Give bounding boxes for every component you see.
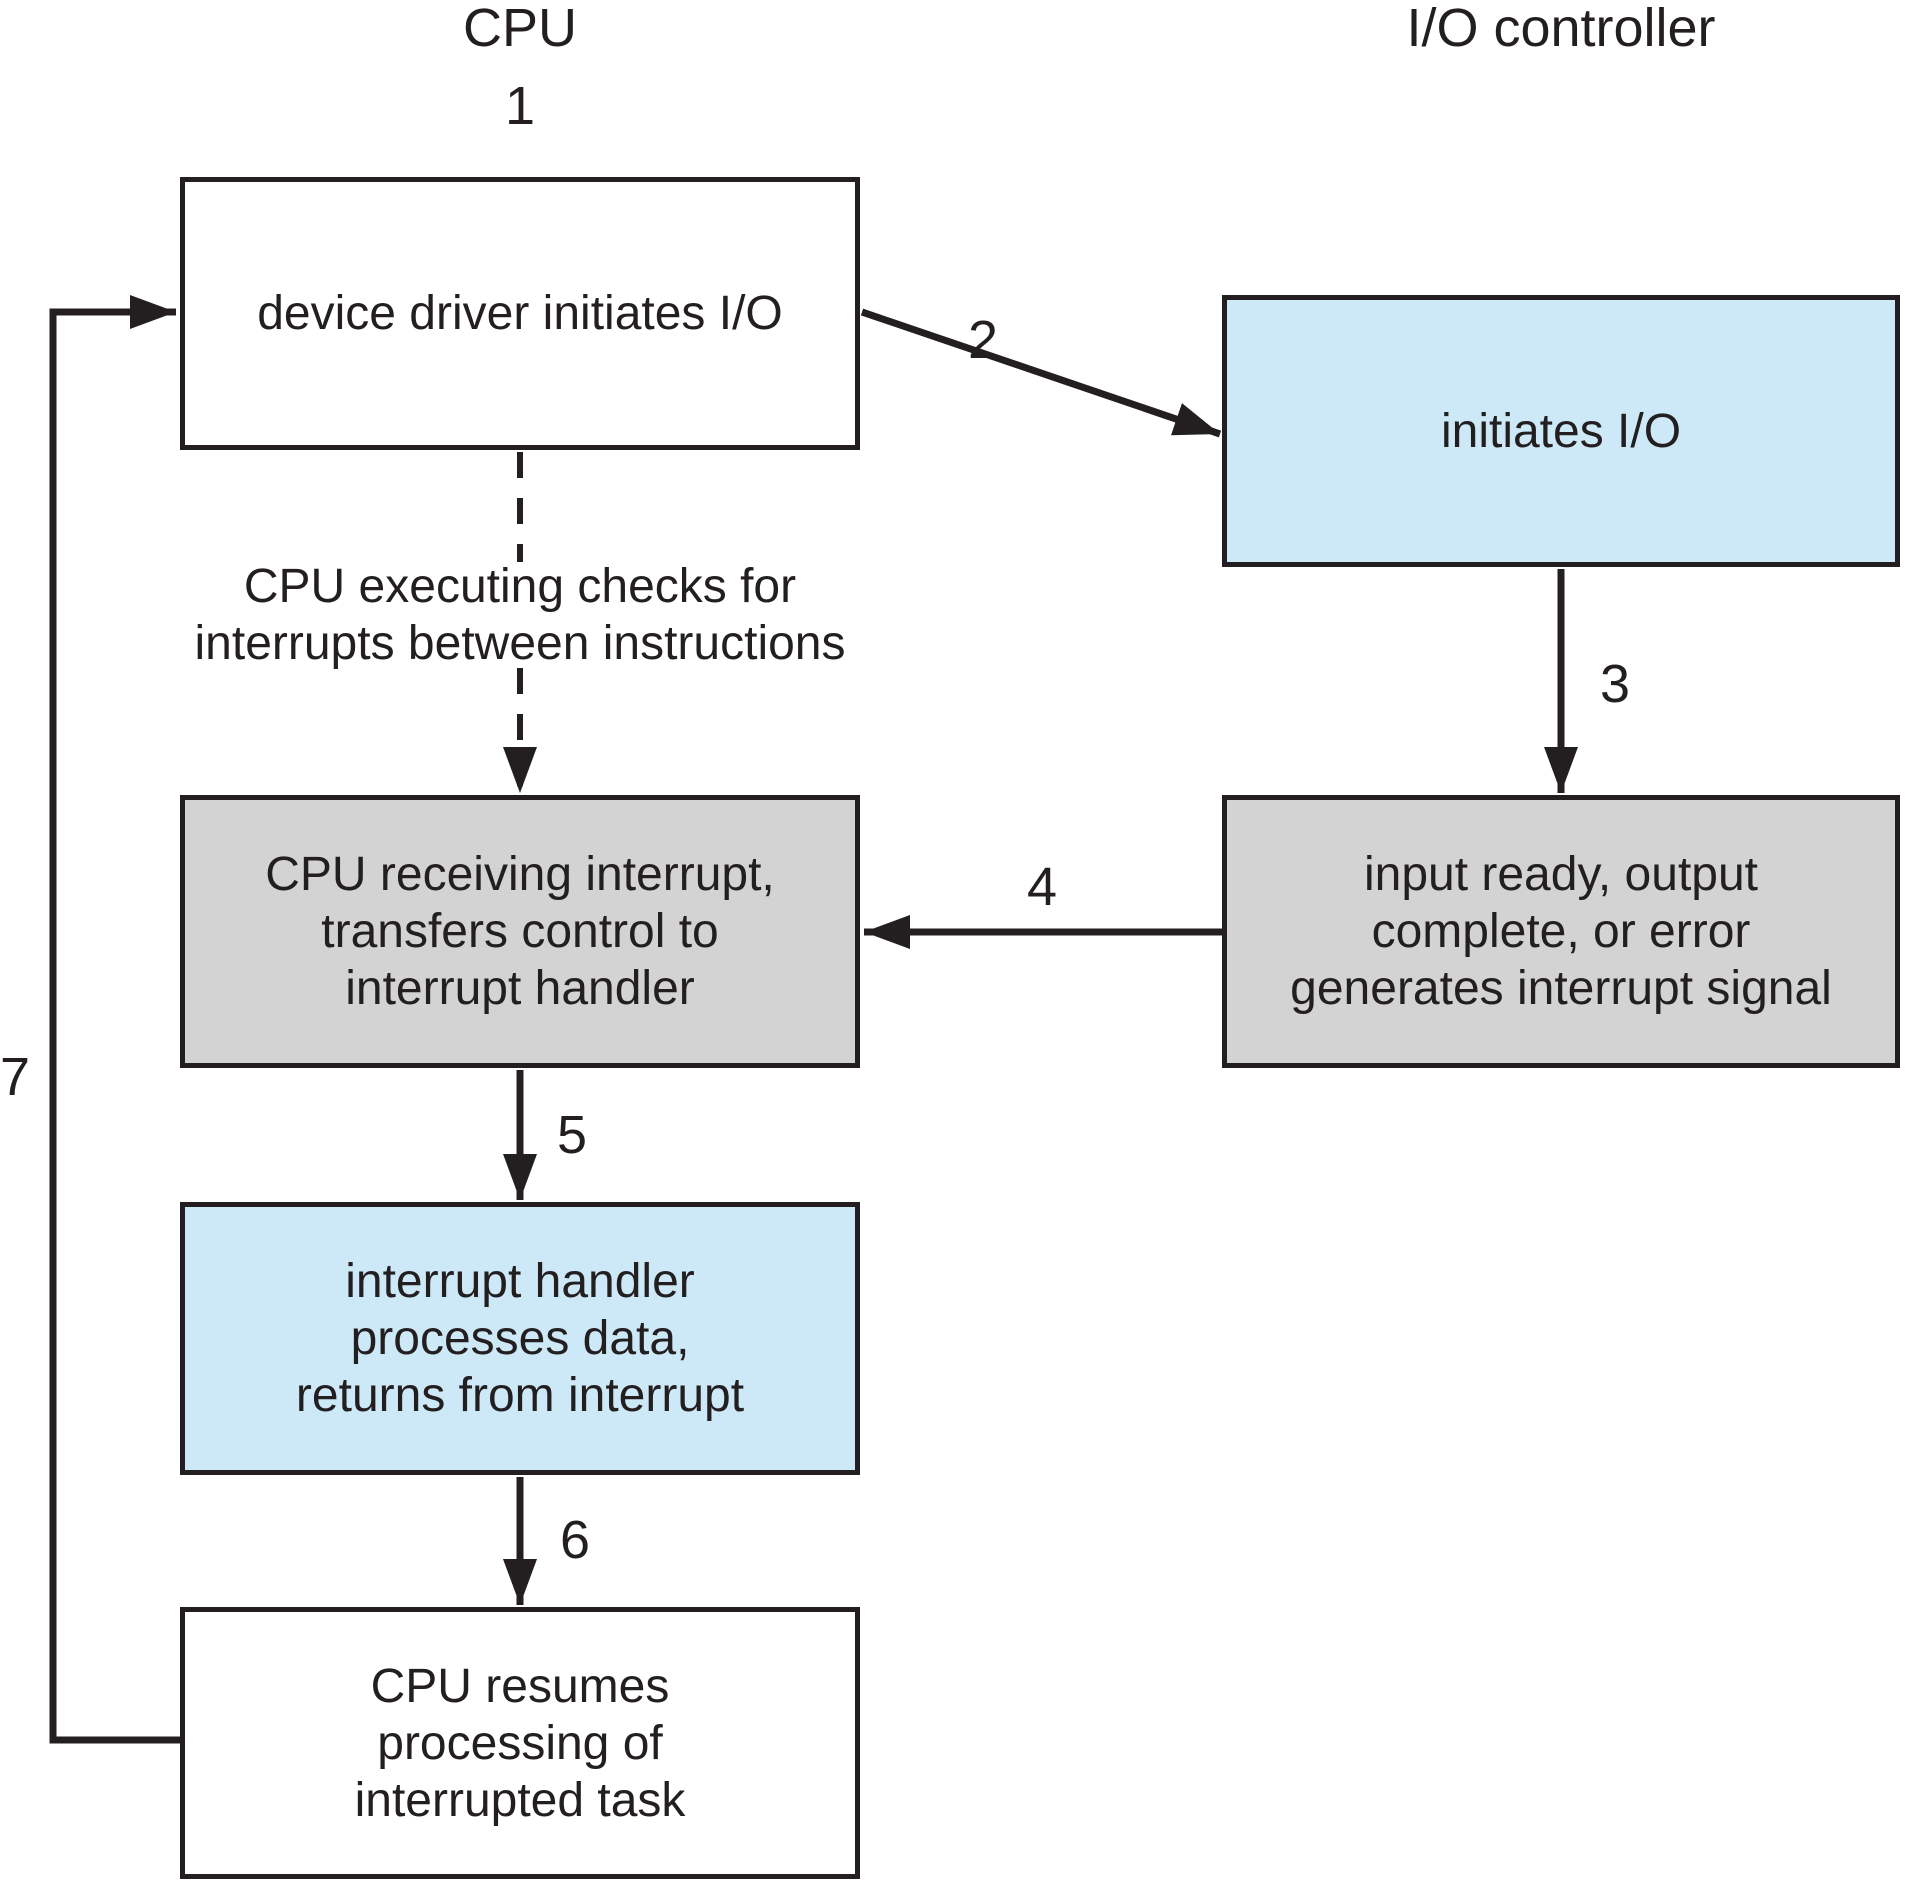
dashed-arrow-caption: CPU executing checks for interrupts betw… [194,560,846,670]
step-3-label: 3 [1599,654,1631,714]
box-interrupt-handler-processes: interrupt handler processes data, return… [180,1202,860,1475]
io-controller-column-title: I/O controller [1406,0,1716,58]
step-7-label: 7 [0,1047,31,1107]
arrow-2-initiate-io [860,308,1222,438]
step-4-label: 4 [1026,857,1058,917]
step-1-label: 1 [504,76,536,136]
box-cpu-resumes-processing: CPU resumes processing of interrupted ta… [180,1607,860,1879]
box-device-driver-initiates-io: device driver initiates I/O [180,177,860,450]
box-controller-initiates-io: initiates I/O [1222,295,1900,567]
step-2-label: 2 [967,310,999,370]
arrow-7-resume-loop [49,295,180,1744]
step-6-label: 6 [559,1510,591,1570]
cpu-column-title: CPU [462,0,577,58]
box-cpu-receiving-interrupt: CPU receiving interrupt, transfers contr… [180,795,860,1068]
box-input-ready-interrupt-signal: input ready, output complete, or error g… [1222,795,1900,1068]
step-5-label: 5 [556,1105,588,1165]
